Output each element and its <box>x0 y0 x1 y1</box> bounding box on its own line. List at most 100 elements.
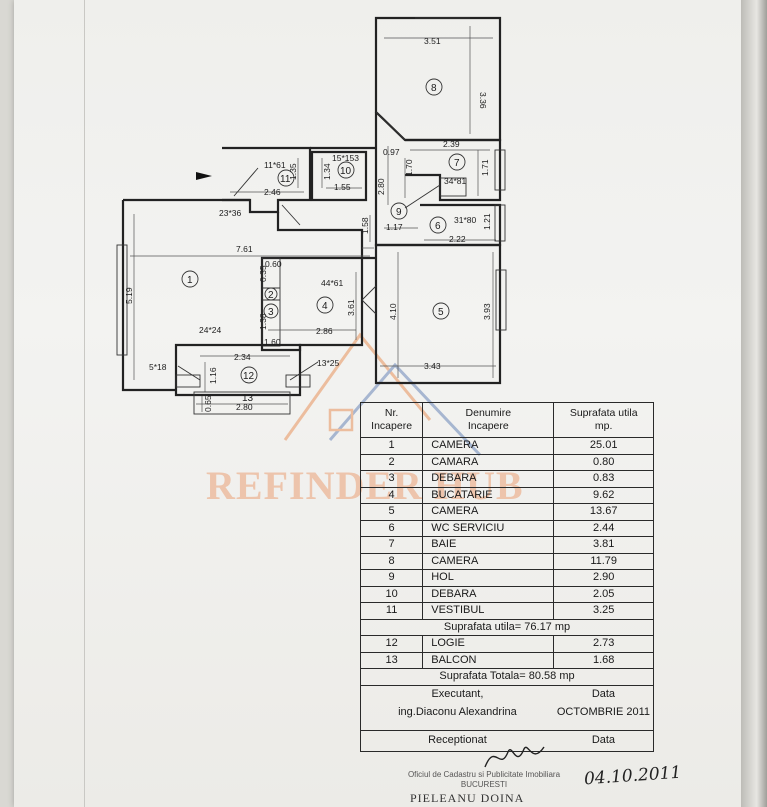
svg-text:0.60: 0.60 <box>265 259 282 269</box>
room-name: BAIE <box>422 536 555 554</box>
room-10-walls <box>310 150 368 202</box>
svg-text:3.93: 3.93 <box>482 303 492 320</box>
room-area: 2.44 <box>553 519 654 537</box>
room-area: 13.67 <box>553 503 654 521</box>
svg-text:13*25: 13*25 <box>317 358 339 368</box>
room-number: 11 <box>280 174 291 185</box>
room-11-walls <box>222 146 312 214</box>
room-area: 0.83 <box>553 470 654 488</box>
room-name: DEBARA <box>422 585 555 603</box>
room-area: 2.90 <box>553 569 654 587</box>
svg-text:1.38: 1.38 <box>258 313 268 330</box>
svg-text:2.34: 2.34 <box>234 352 251 362</box>
svg-text:2.80: 2.80 <box>236 402 253 412</box>
room-number: 1 <box>187 275 193 286</box>
executant-name: ing.Diaconu Alexandrina <box>398 705 517 718</box>
svg-text:2.86: 2.86 <box>316 326 333 336</box>
room-number: 10 <box>340 166 352 177</box>
svg-text:11*61: 11*61 <box>264 160 286 170</box>
room-nr: 9 <box>359 569 424 587</box>
data-label: Data <box>591 687 616 700</box>
svg-text:7.61: 7.61 <box>236 244 253 254</box>
room-number: 12 <box>243 371 255 382</box>
room-nr: 1 <box>359 437 424 455</box>
svg-text:2.80: 2.80 <box>376 178 386 195</box>
room-number: 6 <box>435 221 441 232</box>
room-nr: 4 <box>359 486 424 504</box>
svg-text:5.19: 5.19 <box>124 287 134 304</box>
room-5-walls <box>374 243 502 385</box>
room-area: 3.81 <box>553 536 654 554</box>
svg-text:2.46: 2.46 <box>264 187 281 197</box>
svg-text:0.35: 0.35 <box>258 265 268 282</box>
room-13-walls <box>193 391 291 415</box>
svg-text:1.17: 1.17 <box>386 222 403 232</box>
svg-text:31*80: 31*80 <box>454 215 476 225</box>
useful-total-row: Suprafata utila= 76.17 mp <box>360 618 654 636</box>
svg-text:24*24: 24*24 <box>199 325 221 335</box>
room-name: VESTIBUL <box>422 602 555 620</box>
svg-text:3.43: 3.43 <box>424 361 441 371</box>
svg-text:0.65: 0.65 <box>203 395 213 412</box>
receptionat-row: Receptionat Data <box>359 729 654 752</box>
stamp-text: Oficiul de Cadastru si Publicitate Imobi… <box>407 770 561 789</box>
room-area: 3.25 <box>553 602 654 620</box>
room-area: 2.73 <box>553 635 654 653</box>
margin-line <box>84 0 85 807</box>
room-area: 2.05 <box>553 585 654 603</box>
room-7-walls <box>405 138 502 202</box>
svg-text:3.36: 3.36 <box>478 92 488 109</box>
room-1-walls <box>121 198 250 392</box>
svg-text:1.70: 1.70 <box>404 159 414 176</box>
room-numbers: 8 7 9 6 5 11 10 1 2 3 4 12 13 <box>181 78 466 404</box>
svg-text:1.71: 1.71 <box>480 159 490 176</box>
room-name: CAMERA <box>422 437 555 455</box>
svg-text:44*61: 44*61 <box>321 278 343 288</box>
svg-text:1.34: 1.34 <box>322 163 332 180</box>
room-number: 9 <box>396 207 402 218</box>
room-name: HOL <box>422 569 555 587</box>
room-nr: 11 <box>359 602 424 620</box>
room-name: LOGIE <box>422 635 555 653</box>
room-number: 5 <box>438 307 444 318</box>
svg-text:1.16: 1.16 <box>208 367 218 384</box>
room-nr: 8 <box>359 552 424 570</box>
room-nr: 2 <box>359 453 424 471</box>
svg-text:2.39: 2.39 <box>443 139 460 149</box>
svg-text:2.22: 2.22 <box>449 234 466 244</box>
room-name: DEBARA <box>422 470 555 488</box>
executant-label: Executant, <box>431 687 484 700</box>
room-name: CAMERA <box>422 503 555 521</box>
page-edge-shadow <box>741 0 767 807</box>
room-nr: 6 <box>359 519 424 537</box>
receptionat-label: Receptionat <box>359 729 554 752</box>
room-name: WC SERVICIU <box>422 519 555 537</box>
room-name: BUCATARIE <box>422 486 555 504</box>
room-area: 1.68 <box>553 651 654 669</box>
svg-text:1.55: 1.55 <box>334 182 351 192</box>
room-number: 13 <box>242 393 254 404</box>
room-number: 7 <box>454 158 460 169</box>
data-value: OCTOMBRIE 2011 <box>556 705 650 718</box>
room-nr: 12 <box>359 635 424 653</box>
room-number: 2 <box>268 290 274 301</box>
svg-text:23*36: 23*36 <box>219 208 241 218</box>
svg-text:5*18: 5*18 <box>149 362 167 372</box>
room-name: BALCON <box>422 651 555 669</box>
svg-text:1.60: 1.60 <box>264 337 281 347</box>
room-number: 4 <box>322 301 328 312</box>
svg-text:1.35: 1.35 <box>288 163 298 180</box>
room-number: 8 <box>431 83 437 94</box>
svg-text:3.61: 3.61 <box>346 299 356 316</box>
